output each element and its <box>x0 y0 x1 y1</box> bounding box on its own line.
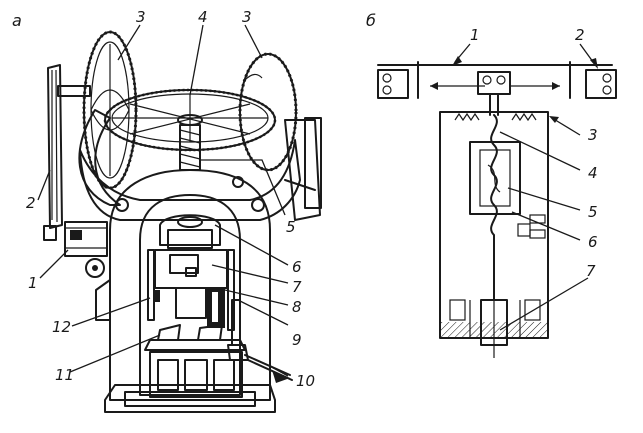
schematic-floor <box>440 322 548 338</box>
control-lever <box>43 64 91 241</box>
panel-b-leaders <box>452 43 598 331</box>
callout-b-6: 6 <box>588 233 598 251</box>
panel-a-drawing <box>43 30 322 413</box>
callout-a-9: 9 <box>292 331 302 349</box>
callout-a-7: 7 <box>292 278 302 296</box>
callout-a-12: 12 <box>52 318 71 336</box>
callout-a-1: 1 <box>28 274 38 292</box>
driven-disc-bearing <box>477 71 511 116</box>
drive-shaft <box>377 61 613 99</box>
press-frame <box>95 169 271 401</box>
right-flywheel <box>238 52 298 172</box>
callout-a-3-right: 3 <box>242 8 252 26</box>
callout-a-10: 10 <box>296 372 315 390</box>
left-friction-disc <box>377 69 409 99</box>
callout-a-2: 2 <box>26 194 36 212</box>
motor <box>64 221 108 278</box>
callout-b-2: 2 <box>575 26 585 44</box>
callout-a-4: 4 <box>198 8 208 26</box>
callout-a-3-left: 3 <box>136 8 146 26</box>
callout-b-3: 3 <box>588 126 598 144</box>
panel-b-schematic <box>377 61 617 358</box>
callout-a-6: 6 <box>292 258 302 276</box>
horizontal-disc <box>103 88 277 152</box>
callout-b-4: 4 <box>588 164 598 182</box>
panel-a-leaders <box>37 24 290 383</box>
press-base <box>104 384 276 413</box>
right-friction-disc <box>585 69 617 99</box>
nut-crosshead <box>159 214 221 249</box>
schematic-nut <box>469 141 521 215</box>
slide-ram <box>154 249 228 328</box>
panel-a-label: а <box>12 11 22 30</box>
callout-b-1: 1 <box>470 26 480 44</box>
callout-a-11: 11 <box>55 366 74 384</box>
callout-a-8: 8 <box>292 298 302 316</box>
panel-b-label: б <box>366 11 376 30</box>
table-die <box>144 324 246 398</box>
callout-a-5: 5 <box>286 218 296 236</box>
callout-b-5: 5 <box>588 203 598 221</box>
callout-b-7: 7 <box>586 262 596 280</box>
press-housing <box>79 117 322 221</box>
